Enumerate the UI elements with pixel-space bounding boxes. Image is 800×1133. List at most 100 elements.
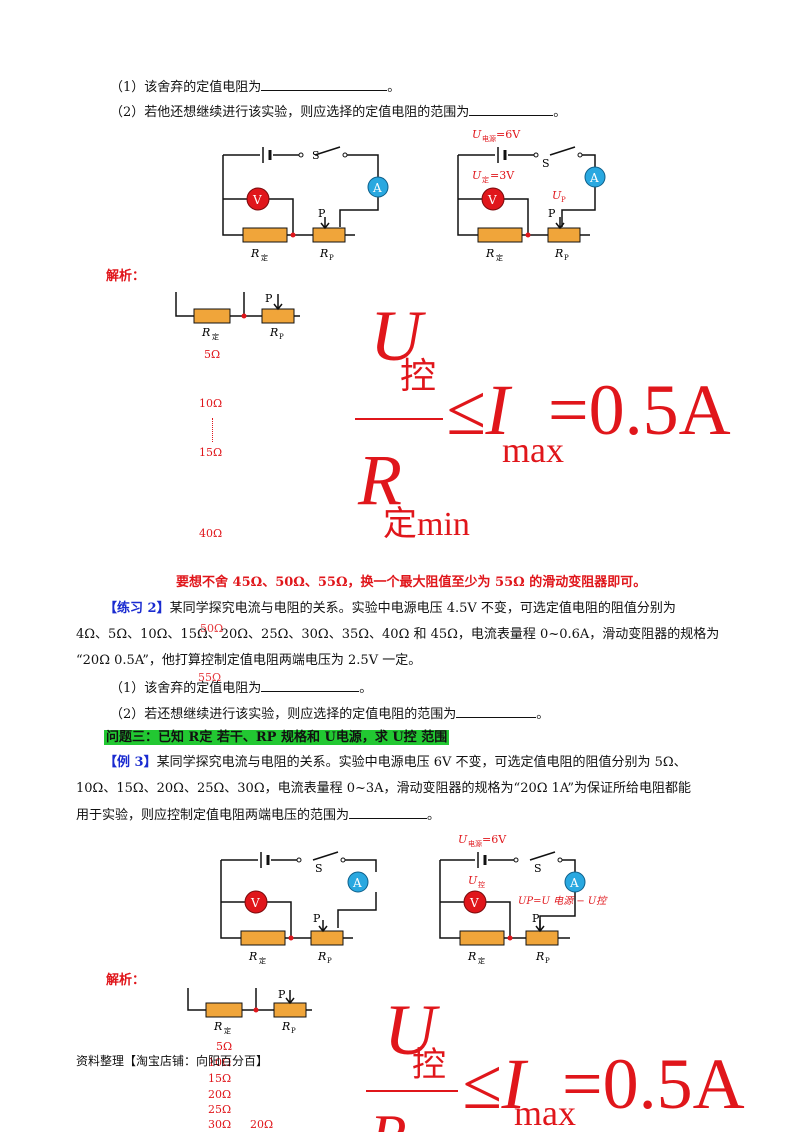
voltmeter-icon	[481, 187, 505, 211]
u-p-sub: P	[561, 196, 566, 204]
u-fixed-sub: 定	[482, 175, 489, 184]
resistor-value: 5Ω	[216, 1040, 233, 1053]
r-fixed-label: R	[248, 950, 257, 963]
ammeter-icon	[347, 871, 369, 893]
example-3-line-3: 用于实验，则应控制定值电阻两端电压的范围为 。	[76, 806, 440, 825]
slider-arrow-icon	[555, 217, 565, 230]
rp-label: R	[319, 247, 328, 260]
problem-3-heading: 问题三：已知 R定 若干、RP 规格和 U电源，求 U控 范围	[104, 729, 450, 747]
voltmeter-label: V	[469, 896, 479, 910]
resistor-value: 10Ω	[199, 397, 223, 410]
fixed-resistor-icon	[205, 1002, 243, 1018]
ammeter-label: A	[589, 171, 599, 185]
answer-blank	[349, 806, 428, 819]
resistor-value: 15Ω	[199, 446, 223, 459]
rp-sub: P	[329, 254, 334, 262]
u-source-val: =6V	[482, 833, 507, 846]
ammeter-label: A	[569, 876, 579, 890]
r-fixed-sub: 定	[478, 956, 485, 965]
practice-2-line-3: “20Ω 0.5A”，他打算控制定值电阻两端电压为 2.5V 一定。	[76, 653, 422, 668]
rheostat-icon	[312, 227, 346, 243]
example-3-line-2: 10Ω、15Ω、20Ω、25Ω、30Ω，电流表量程 0~3A，滑动变阻器的规格为…	[76, 781, 692, 796]
rheostat-icon	[273, 1002, 307, 1018]
overlay-resistor-value: 50Ω	[200, 622, 224, 635]
text: （1）该舍弃的定值电阻为	[110, 681, 262, 696]
rp-label: R	[554, 247, 563, 260]
rp-label: R	[269, 326, 278, 339]
text: 用于实验，则应控制定值电阻两端电压的范围为	[76, 808, 350, 823]
formula-denominator: R	[358, 440, 402, 520]
u-ctrl-label: U	[468, 874, 478, 887]
r-fixed-label: R	[485, 247, 494, 260]
voltmeter-label: V	[487, 193, 497, 207]
question-1-text: （1）该舍弃的定值电阻为	[110, 80, 262, 95]
answer-blank	[261, 679, 360, 692]
analysis-diagram-1: P R 定 R P	[175, 292, 300, 341]
switch-label: S	[312, 149, 320, 162]
resistor-value: 40Ω	[199, 527, 223, 540]
practice-2-line-2: 4Ω、5Ω、10Ω、15Ω、20Ω、25Ω、30Ω、35Ω、40Ω 和 45Ω，…	[76, 627, 720, 642]
r-fixed-sub: 定	[212, 332, 219, 341]
formula-numerator: U	[370, 296, 422, 376]
formula-numerator-sub: 控	[400, 356, 437, 396]
punct: 。	[387, 80, 401, 95]
u-fixed-label: U	[472, 169, 482, 182]
r-fixed-sub: 定	[261, 253, 268, 262]
u-source-label: U	[458, 833, 468, 846]
formula-value: =0.5A	[562, 1044, 745, 1124]
fixed-resistor-icon	[193, 308, 231, 324]
r-fixed-label: R	[250, 247, 259, 260]
resistor-value: 5Ω	[204, 348, 221, 361]
u-source-val: =6V	[496, 128, 521, 141]
text: 某同学探究电流与电阻的关系。实验中电源电压 6V 不变，可选定值电阻的阻值分别为…	[156, 755, 687, 770]
slider-arrow-icon	[535, 920, 545, 933]
r-fixed-label: R	[213, 1020, 222, 1033]
punct: 。	[359, 681, 373, 696]
r-fixed-sub: 定	[224, 1026, 231, 1035]
circuit-diagram-3: A V P S R 定 R P	[220, 851, 377, 965]
example-3-line-1: 【例 3】某同学探究电流与电阻的关系。实验中电源电压 6V 不变，可选定值电阻的…	[104, 754, 687, 772]
formula-relation: ≤I	[462, 1044, 526, 1124]
text: （2）若还想继续进行该实验，则应选择的定值电阻的范围为	[110, 707, 457, 722]
fixed-resistor-icon	[240, 930, 286, 946]
rheostat-icon	[547, 227, 581, 243]
ammeter-label: A	[352, 876, 362, 890]
text: 某同学探究电流与电阻的关系。实验中电源电压 4.5V 不变，可选定值电阻的阻值分…	[169, 601, 676, 616]
rp-sub: P	[545, 957, 550, 965]
formula-relation-sub: max	[514, 1093, 576, 1133]
slider-arrow-icon	[285, 990, 295, 1005]
slider-arrow-icon	[318, 920, 328, 933]
example-tag: 【例 3】	[104, 755, 157, 770]
rp-label: R	[535, 950, 544, 963]
analysis-diagram-2: P R 定 R P	[187, 988, 312, 1035]
analysis-label: 解析：	[106, 269, 146, 284]
u-fixed-val: =3V	[490, 169, 515, 182]
r-fixed-label: R	[467, 950, 476, 963]
formula-relation: ≤I	[446, 370, 510, 450]
rp-label: R	[317, 950, 326, 963]
fixed-resistor-icon	[477, 227, 523, 243]
u-p-label: U	[552, 189, 562, 202]
resistor-value: 30Ω	[208, 1118, 232, 1131]
answer-blank	[456, 705, 537, 718]
practice-tag: 【练习 2】	[104, 601, 170, 616]
punct: 。	[427, 808, 441, 823]
practice-2-q2: （2）若还想继续进行该实验，则应选择的定值电阻的范围为。	[110, 705, 549, 724]
switch-label: S	[534, 862, 542, 875]
analysis-conclusion: 要想不舍 45Ω、50Ω、55Ω，换一个最大阻值至少为 55Ω 的滑动变阻器即可…	[176, 575, 647, 590]
resistor-value: 20Ω	[250, 1118, 274, 1131]
circuit-diagram-4: A V P S U 电源 =6V U 控 UP=U 电源 − U控 R 定 R …	[439, 833, 608, 965]
rheostat-icon	[310, 930, 344, 946]
formula-denominator: R	[370, 1106, 407, 1132]
rheostat-icon	[261, 308, 295, 324]
resistor-value: 20Ω	[208, 1088, 232, 1101]
question-2-text: （2）若他还想继续进行该实验，则应选择的定值电阻的范围为	[110, 105, 470, 120]
r-fixed-sub: 定	[259, 956, 266, 965]
up-formula: UP=U 电源 − U控	[518, 895, 608, 907]
u-source-sub: 电源	[482, 134, 496, 143]
voltmeter-icon	[244, 890, 268, 914]
fixed-resistor-icon	[242, 227, 288, 243]
voltmeter-icon	[246, 187, 270, 211]
u-ctrl-sub: 控	[478, 880, 485, 889]
slider-arrow-icon	[320, 217, 330, 230]
